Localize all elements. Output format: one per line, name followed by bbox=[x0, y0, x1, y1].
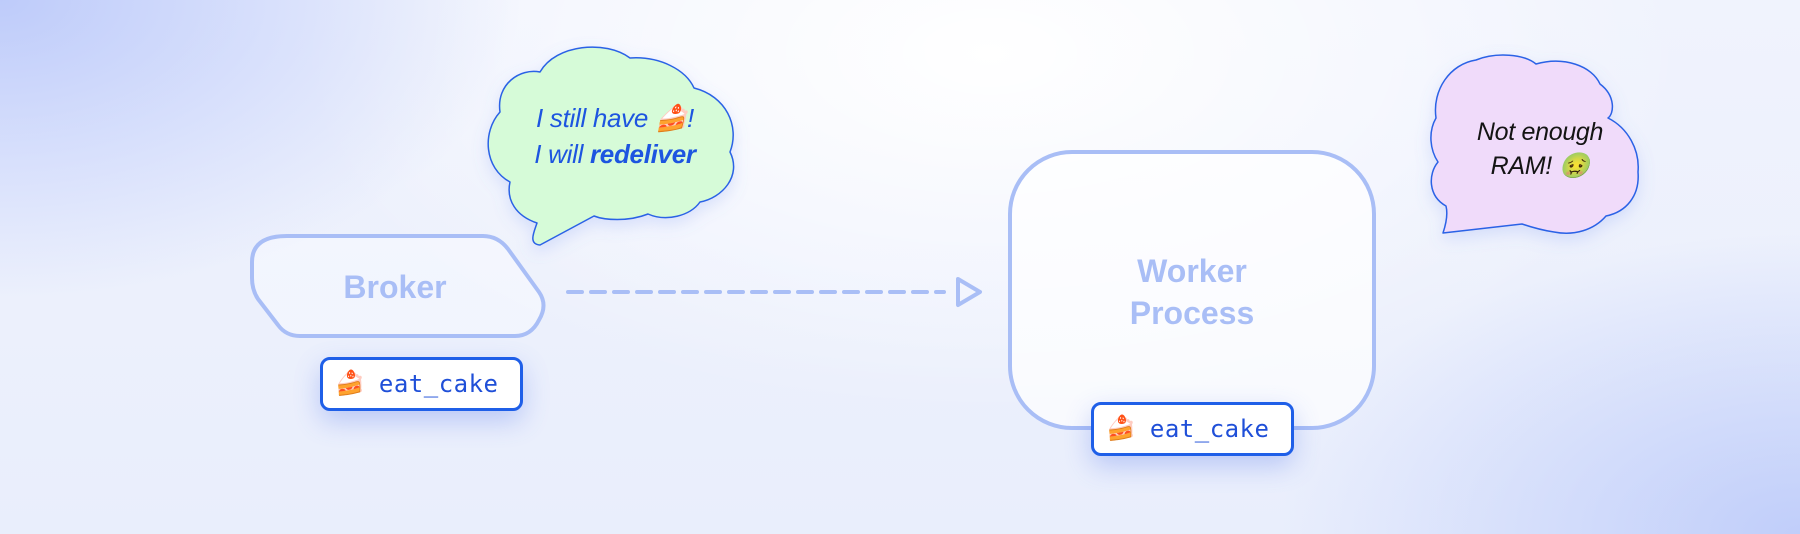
delivery-arrow-head bbox=[956, 277, 982, 307]
broker-bubble-line2: I will redeliver bbox=[520, 136, 710, 172]
broker-task-chip[interactable]: 🍰 eat_cake bbox=[320, 357, 523, 411]
broker-bubble-line1: I still have 🍰! bbox=[536, 103, 694, 133]
worker-bubble-line1: Not enough bbox=[1476, 118, 1604, 146]
cake-icon: 🍰 bbox=[335, 370, 365, 397]
worker-label-line1: Worker bbox=[1137, 253, 1247, 289]
worker-task-chip[interactable]: 🍰 eat_cake bbox=[1091, 402, 1294, 456]
broker-node-shape bbox=[250, 234, 546, 338]
broker-speech-cloud bbox=[487, 46, 735, 246]
cake-icon: 🍰 bbox=[1106, 415, 1136, 442]
broker-bubble-line2-bold: redeliver bbox=[589, 139, 696, 169]
worker-speech-cloud bbox=[1430, 54, 1639, 234]
worker-bubble-text: Not enough RAM! 🤢 bbox=[1455, 115, 1625, 183]
worker-task-name: eat_cake bbox=[1149, 415, 1270, 443]
broker-task-name: eat_cake bbox=[378, 370, 499, 398]
broker-bubble-line2-prefix: I will bbox=[534, 139, 590, 169]
broker-label: Broker bbox=[343, 269, 447, 305]
worker-label-line2: Process bbox=[1129, 295, 1255, 331]
worker-label: Worker Process bbox=[1092, 250, 1292, 334]
worker-bubble-line2: RAM! 🤢 bbox=[1490, 152, 1590, 180]
broker-bubble-text: I still have 🍰! I will redeliver bbox=[520, 100, 710, 172]
